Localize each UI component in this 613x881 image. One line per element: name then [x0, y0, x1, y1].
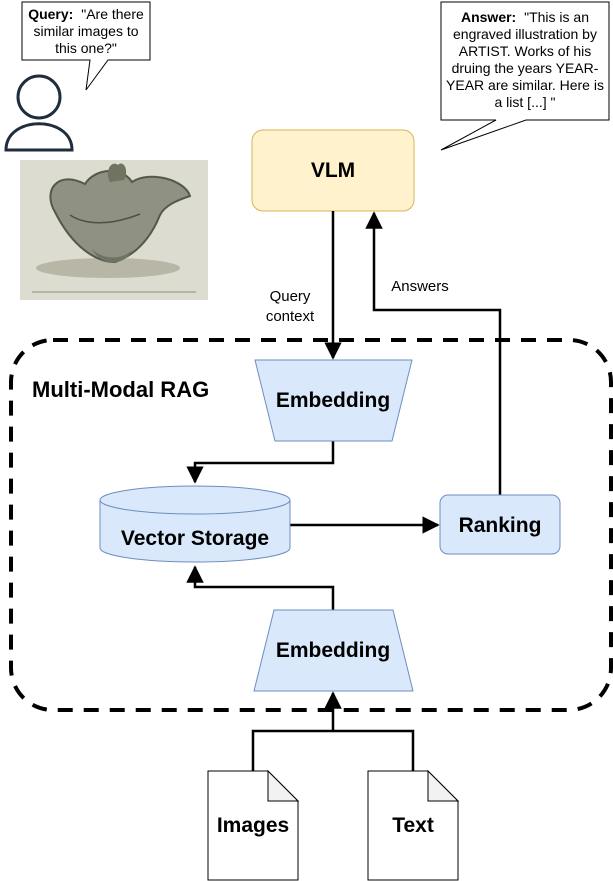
answer-callout: Answer: "This is an engraved illustratio…: [440, 1, 610, 151]
answer-text-4: druing the years YEAR-: [452, 60, 599, 76]
query-label: Query:: [28, 6, 73, 22]
embedding-bottom: Embedding: [253, 609, 414, 692]
query-callout: Query: "Are there similar images to this…: [21, 1, 151, 91]
embedding-top: Embedding: [254, 359, 413, 442]
vector-storage: Vector Storage: [99, 485, 291, 563]
images-label: Images: [217, 814, 289, 837]
answer-label: Answer:: [461, 9, 516, 25]
answer-text-2: engraved illustration by: [453, 26, 597, 42]
embedding-top-label: Embedding: [276, 389, 390, 412]
query-text-3: this one?": [55, 40, 117, 56]
docs-to-embedding-arrow: [251, 693, 415, 771]
query-context-line-2: context: [266, 308, 315, 325]
answer-text-5: YEAR are similar. Here is: [446, 77, 604, 93]
answer-text-1: "This is an: [524, 9, 589, 25]
rag-group: Multi-Modal RAG: [9, 338, 613, 712]
ranking-label: Ranking: [459, 514, 542, 537]
rag-title: Multi-Modal RAG: [32, 377, 209, 402]
query-line-1: Query: "Are there: [28, 6, 144, 22]
query-text-2: similar images to: [33, 23, 138, 39]
ranking-box: Ranking: [439, 494, 561, 555]
text-document: Text: [367, 769, 460, 881]
embedding-to-storage-bottom-arrow: [186, 565, 335, 610]
connectors: [186, 211, 502, 771]
answers-label: Answers: [391, 278, 449, 295]
embedding-to-storage-arrow: [186, 441, 335, 484]
query-text-1: "Are there: [81, 6, 144, 22]
engraving-illustration: [20, 160, 208, 300]
embedding-bottom-label: Embedding: [276, 639, 390, 662]
vlm-label: VLM: [311, 159, 355, 182]
ranking-to-vlm-arrow: [365, 211, 502, 495]
text-label: Text: [392, 814, 434, 837]
vector-storage-label: Vector Storage: [121, 527, 269, 550]
user-icon: [4, 74, 74, 152]
images-document: Images: [207, 769, 300, 881]
vlm-box: VLM: [251, 129, 415, 212]
answer-line-1: Answer: "This is an: [461, 9, 589, 25]
query-context-line-1: Query: [270, 288, 311, 305]
answer-text-6: a list [...] ": [495, 94, 556, 110]
answer-text-3: ARTIST. Works of his: [459, 43, 592, 59]
